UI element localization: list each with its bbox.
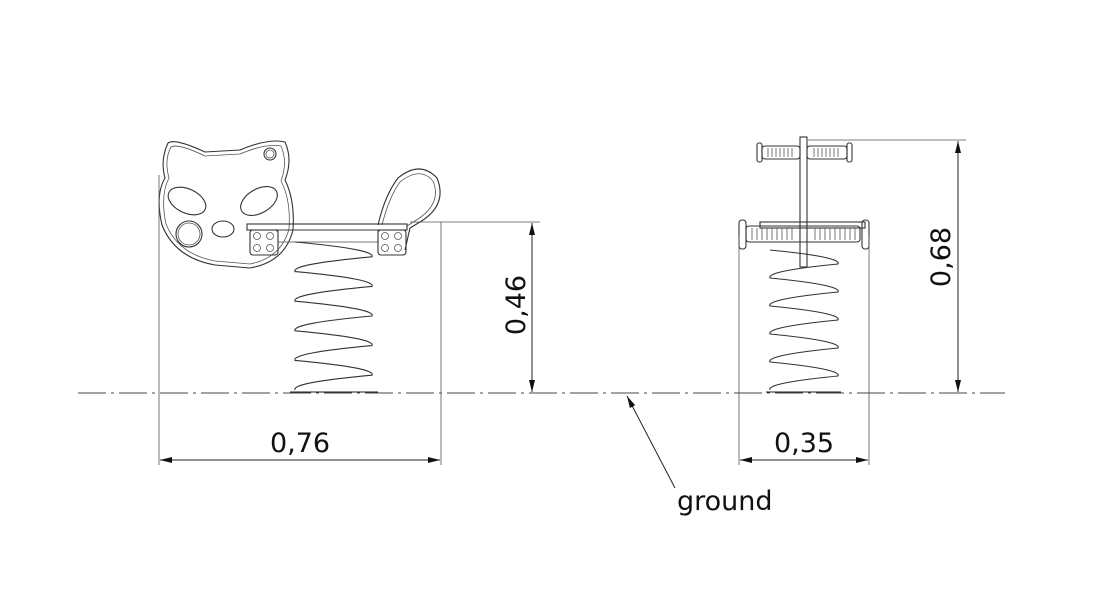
ground-leader: [626, 395, 676, 489]
front-bracket: [249, 229, 279, 256]
ground-label: ground: [677, 486, 773, 517]
seat-plank: [246, 223, 408, 231]
cat-eye-left: [167, 186, 207, 216]
dim-front-width: 0,35: [774, 428, 834, 459]
lower-footrest-bar: [738, 219, 870, 250]
rear-bracket: [377, 229, 407, 256]
dim-total-height: 0,68: [926, 227, 957, 287]
cat-tail: [377, 168, 441, 251]
cat-ear-hole: [263, 147, 277, 161]
dim-seat-height: 0,46: [501, 275, 532, 335]
front-view-rider: [738, 136, 870, 393]
spring-side: [294, 241, 373, 391]
side-view-cat-rider: [158, 140, 441, 393]
spring-front: [769, 249, 839, 391]
extension-lines: [158, 139, 966, 465]
dim-side-width: 0,76: [270, 428, 330, 459]
upper-handlebar: [756, 142, 853, 163]
cat-handle-hole: [175, 220, 203, 248]
upper-handle-post: [799, 136, 808, 268]
cat-eye-right: [240, 186, 278, 216]
cat-nose: [211, 220, 235, 238]
